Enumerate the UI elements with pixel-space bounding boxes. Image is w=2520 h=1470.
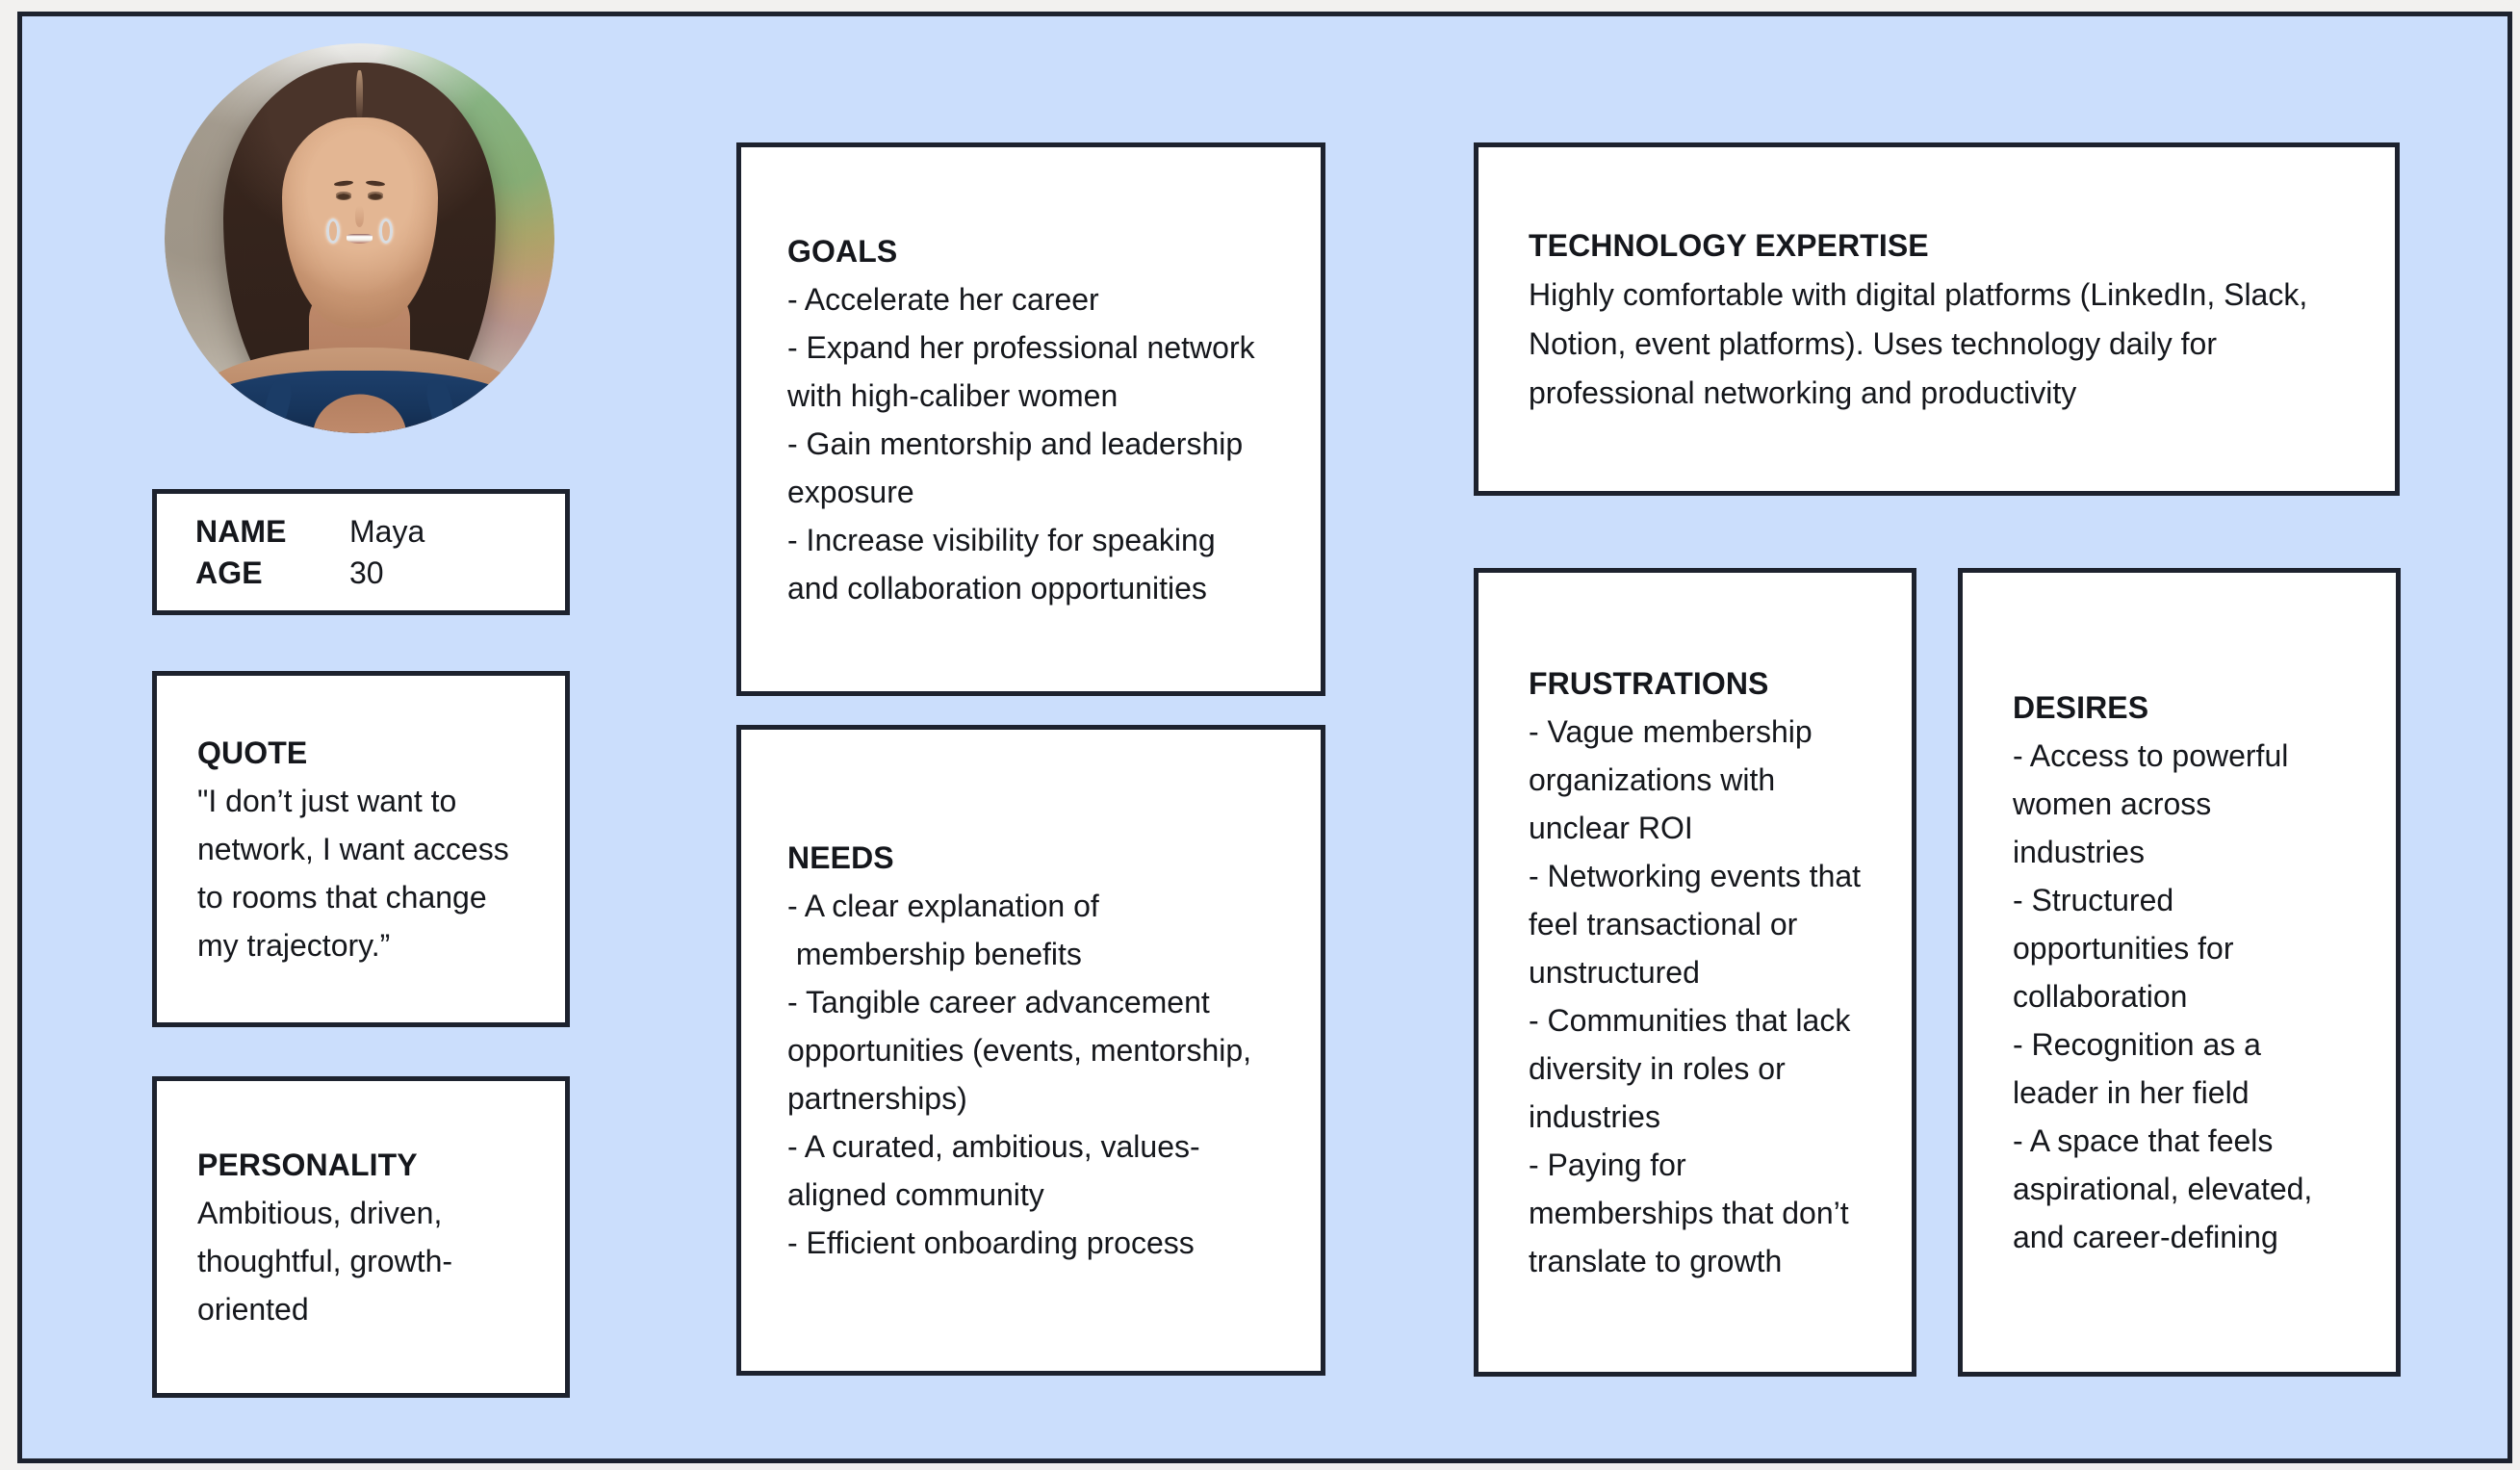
personality-title: PERSONALITY (197, 1148, 418, 1182)
portrait-photo (165, 43, 554, 433)
hoop-earring-right-icon (378, 218, 394, 244)
technology-expertise-text: Highly comfortable with digital platform… (1529, 276, 2317, 410)
face-shape (281, 116, 438, 328)
desires-list: - Access to powerful women across indust… (2013, 738, 2313, 1254)
eye-right (368, 193, 383, 200)
smiling-mouth (346, 234, 373, 245)
age-label: AGE (195, 554, 263, 590)
technology-expertise-title: TECHNOLOGY EXPERTISE (1529, 227, 1929, 263)
quote-card: QUOTE "I don’t just want to network, I w… (152, 671, 570, 1027)
eyebrow-right (365, 179, 386, 187)
frustrations-card: FRUSTRATIONS - Vague membership organiza… (1474, 568, 1916, 1377)
goals-list: - Accelerate her career - Expand her pro… (787, 281, 1255, 606)
eye-left (336, 193, 351, 200)
desires-title: DESIRES (2013, 690, 2149, 725)
hoop-earring-left-icon (325, 218, 341, 244)
identity-card: NAME Maya AGE 30 (152, 489, 570, 615)
technology-expertise-card: TECHNOLOGY EXPERTISE Highly comfortable … (1474, 142, 2400, 496)
hair-part (356, 70, 363, 121)
frustrations-list: - Vague membership organizations with un… (1529, 714, 1862, 1278)
persona-board: NAME Maya AGE 30 QUOTE "I don’t just wan… (17, 12, 2512, 1463)
avatar (165, 43, 554, 433)
name-label: NAME (195, 513, 287, 549)
personality-text: Ambitious, driven, thoughtful, growth-or… (197, 1196, 453, 1327)
eyebrow-left (333, 179, 354, 187)
needs-card: NEEDS - A clear explanation of membershi… (736, 725, 1325, 1376)
personality-card: PERSONALITY Ambitious, driven, thoughtfu… (152, 1076, 570, 1398)
needs-list: - A clear explanation of membership bene… (787, 889, 1252, 1260)
name-value: Maya (349, 513, 425, 549)
quote-title: QUOTE (197, 735, 308, 770)
goals-card: GOALS - Accelerate her career - Expand h… (736, 142, 1325, 696)
desires-card: DESIRES - Access to powerful women acros… (1958, 568, 2401, 1377)
quote-text: "I don’t just want to network, I want ac… (197, 784, 518, 963)
age-value: 30 (349, 554, 384, 590)
needs-title: NEEDS (787, 840, 894, 875)
frustrations-title: FRUSTRATIONS (1529, 666, 1769, 701)
goals-title: GOALS (787, 233, 898, 269)
nose (355, 205, 364, 227)
